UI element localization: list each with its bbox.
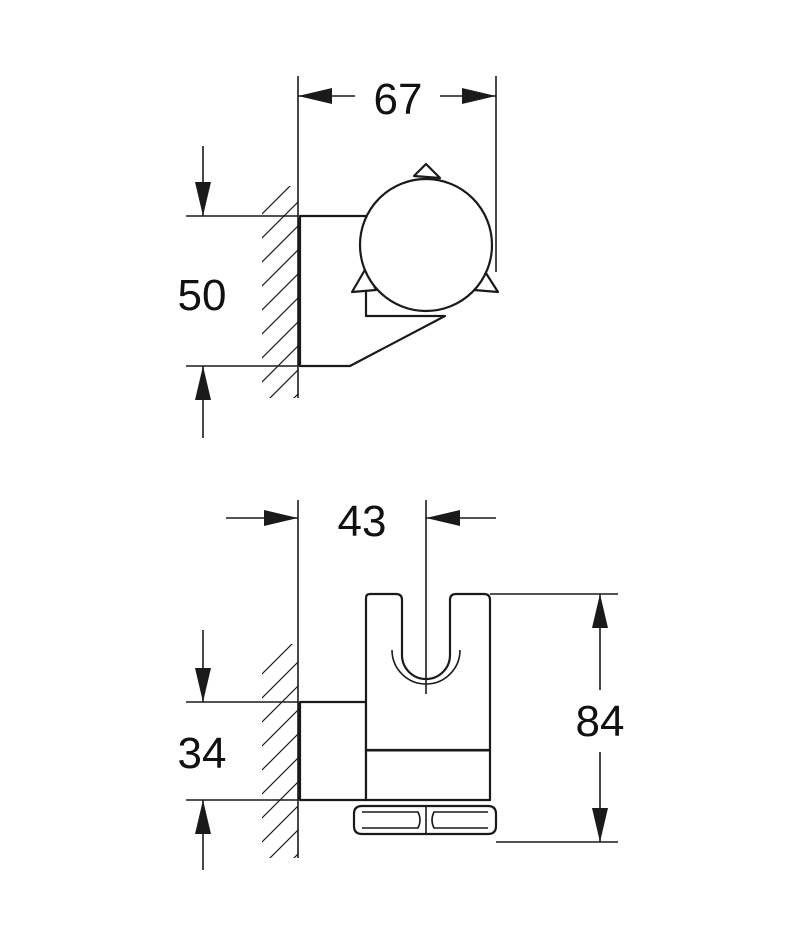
dim-84-arrow-down [592, 808, 608, 842]
ring-inner-left [362, 811, 421, 829]
dim-34-label: 34 [178, 729, 227, 778]
holder-bottom-ring [352, 804, 498, 836]
dim-84-arrow-up [592, 594, 608, 628]
dim-43-arrow-left [264, 510, 298, 526]
dim-34-arrow-up [195, 800, 211, 834]
front-view: 43 34 84 [178, 497, 625, 870]
dim-34-arrow-down [195, 668, 211, 702]
holder-cradle [364, 592, 492, 752]
dim-50-label: 50 [178, 271, 227, 320]
wall-hatching-bottom [262, 644, 298, 858]
holder-lobe-top [412, 162, 442, 180]
holder-round-head [358, 177, 494, 313]
top-view: 67 50 [178, 75, 500, 438]
dim-67-arrow-left [298, 88, 332, 104]
dim-50-arrow-down [195, 182, 211, 216]
dim-84-label: 84 [576, 697, 625, 746]
holder-base-front [298, 700, 368, 802]
holder-lower-band [364, 748, 492, 802]
wall-hatching-top [262, 186, 298, 398]
dim-43-label: 43 [338, 497, 387, 546]
dim-50-arrow-up [195, 366, 211, 400]
dim-67-label: 67 [374, 75, 423, 124]
dim-43-arrow-right [426, 510, 460, 526]
ring-inner-right [431, 811, 488, 829]
dim-67-arrow-right [462, 88, 496, 104]
